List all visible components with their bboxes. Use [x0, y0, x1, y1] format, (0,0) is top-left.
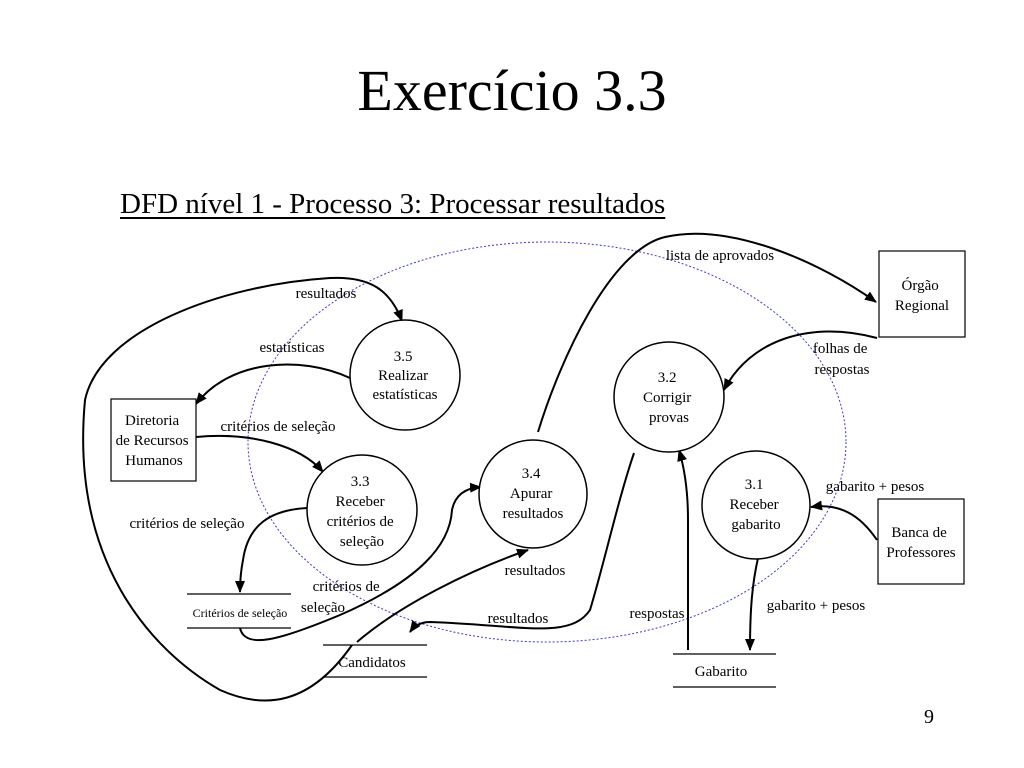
flow-line-lista-de-aprovados [537, 232, 877, 433]
flow-label-lista-de-aprovados: lista de aprovados [666, 248, 774, 264]
process-label-line: Receber [730, 497, 779, 513]
flow-label-gabarito-pesos-store: gabarito + pesos [767, 598, 866, 614]
store-gabarito: Gabarito [673, 653, 776, 688]
system-boundary [247, 241, 847, 643]
flow-line-criterios-store-to-34 [239, 482, 482, 642]
process-label-line: Receber [336, 494, 385, 510]
flow-line-resultados-bottom [409, 452, 635, 633]
process-label-line: 3.2 [658, 370, 677, 386]
process-label-line: critérios de [327, 514, 394, 530]
svg-text:Banca de Professores: Banca de Professores [886, 525, 955, 561]
store-label: Critérios de seleção [193, 606, 288, 620]
entity-label-line: Órgão [902, 277, 939, 294]
entity-label-line: Humanos [125, 453, 183, 469]
store-candidatos: Candidatos [323, 644, 427, 678]
flow-label-criterios-diretoria: critérios de seleção [221, 419, 336, 435]
svg-text:3.5 Realizar estat: 3.5 Realizar estatísticas [373, 349, 438, 403]
entity-label-line: de Recursos [116, 433, 189, 449]
process-label-line: provas [649, 410, 689, 426]
flow-line-criterios-diretoria [195, 434, 324, 473]
flow-label-gabarito-pesos-banca: gabarito + pesos [826, 479, 925, 495]
flow-line-resultados-loop [82, 276, 403, 702]
process-label-line: 3.5 [394, 349, 413, 365]
entity-orgao-regional: Órgão Regional [878, 250, 966, 338]
process-3-5: 3.5 Realizar estatísticas [349, 319, 461, 431]
process-label-line: 3.1 [745, 477, 764, 493]
flow-label-estatisticas: estatísticas [260, 340, 325, 356]
process-label-line: Corrigir [643, 390, 691, 406]
process-3-2: 3.2 Corrigir provas [613, 341, 725, 453]
process-label-line: seleção [340, 534, 384, 550]
process-3-3: 3.3 Receber critérios de seleção [306, 454, 418, 566]
flow-label-criterios-store: critérios de seleção [301, 579, 383, 616]
page-number: 9 [924, 706, 934, 728]
flow-line-estatisticas [195, 363, 351, 405]
diagram-subtitle: DFD nível 1 - Processo 3: Processar resu… [120, 188, 666, 220]
process-3-1: 3.1 Receber gabarito [701, 450, 811, 560]
store-label: Gabarito [695, 664, 747, 680]
slide-title: Exercício 3.3 [357, 58, 667, 123]
flow-line-respostas [677, 449, 689, 650]
process-label-line: resultados [503, 506, 564, 522]
flow-label-resultados-top: resultados [296, 286, 357, 302]
entity-banca-professores: Banca de Professores [877, 498, 965, 585]
flow-label-folhas-de-respostas: folhas de respostas [813, 341, 871, 378]
flow-line-gabarito-pesos-store [745, 557, 759, 651]
entity-diretoria-rh: Diretoria de Recursos Humanos [110, 398, 197, 482]
flow-line-candidatos-to-34 [356, 548, 529, 643]
svg-text:3.1 Receber gabari: 3.1 Receber gabarito [730, 477, 783, 533]
flow-label-resultados-34: resultados [505, 563, 566, 579]
process-label-line: gabarito [731, 517, 780, 533]
entity-label-line: Professores [886, 545, 955, 561]
flow-line-folhas-de-respostas [723, 330, 878, 391]
flow-label-resultados-bottom: resultados [488, 611, 549, 627]
process-3-4: 3.4 Apurar resultados [478, 439, 588, 549]
flow-label-criterios-left: critérios de seleção [130, 516, 245, 532]
svg-text:3.3 Receber critér: 3.3 Receber critérios de seleção [327, 474, 398, 550]
entity-label-line: Regional [895, 298, 949, 314]
flow-label-respostas: respostas [630, 606, 685, 622]
svg-text:Órgão Regional: Órgão Regional [895, 277, 949, 314]
svg-text:3.2 Corrigir prova: 3.2 Corrigir provas [643, 370, 695, 426]
process-label-line: 3.3 [351, 474, 370, 490]
entity-label-line: Banca de [891, 525, 947, 541]
flow-line-criterios-to-store [235, 507, 308, 593]
store-criterios-de-selecao: Critérios de seleção [187, 593, 291, 629]
process-label-line: Realizar [378, 368, 428, 384]
store-label: Candidatos [338, 655, 406, 671]
entity-label-line: Diretoria [125, 413, 179, 429]
process-label-line: estatísticas [373, 387, 438, 403]
svg-text:Diretoria de Recursos: Diretoria de Recursos Humanos [116, 413, 193, 469]
svg-text:3.4 Apurar resulta: 3.4 Apurar resultados [503, 466, 564, 522]
process-label-line: 3.4 [522, 466, 541, 482]
flow-line-gabarito-pesos-banca [810, 500, 878, 541]
process-label-line: Apurar [510, 486, 552, 502]
